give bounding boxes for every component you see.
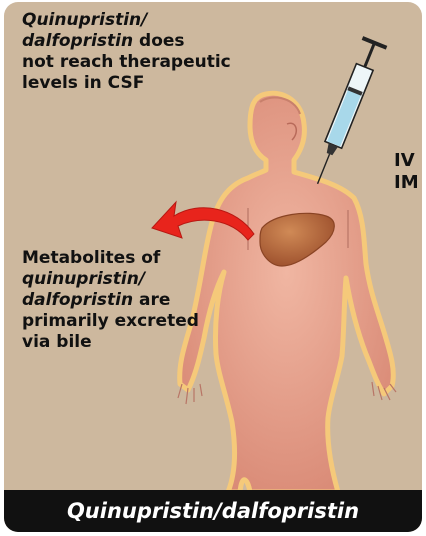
footer-title: Quinupristin/dalfopristin <box>4 490 422 532</box>
syringe-icon <box>306 36 388 189</box>
excretion-note-line-4: primarily excreted <box>22 311 199 332</box>
excretion-note-line-3: dalfopristin are <box>22 290 199 311</box>
excretion-note: Metabolites of quinupristin/ dalfopristi… <box>22 248 199 353</box>
csf-note-line-3: not reach therapeutic <box>22 52 231 73</box>
csf-note: Quinupristin/ dalfopristin does not reac… <box>22 10 231 94</box>
excretion-note-line-2: quinupristin/ <box>22 269 199 290</box>
excretion-note-line-5: via bile <box>22 332 199 353</box>
csf-note-line-2: dalfopristin does <box>22 31 231 52</box>
csf-note-line-4: levels in CSF <box>22 73 231 94</box>
csf-note-line-1: Quinupristin/ <box>22 10 231 31</box>
excretion-note-line-1: Metabolites of <box>22 248 199 269</box>
human-body-icon <box>178 93 396 492</box>
route-iv-label: IV <box>394 150 415 171</box>
diagram-panel: Quinupristin/ dalfopristin does not reac… <box>4 2 422 532</box>
route-im-label: IM <box>394 172 419 193</box>
